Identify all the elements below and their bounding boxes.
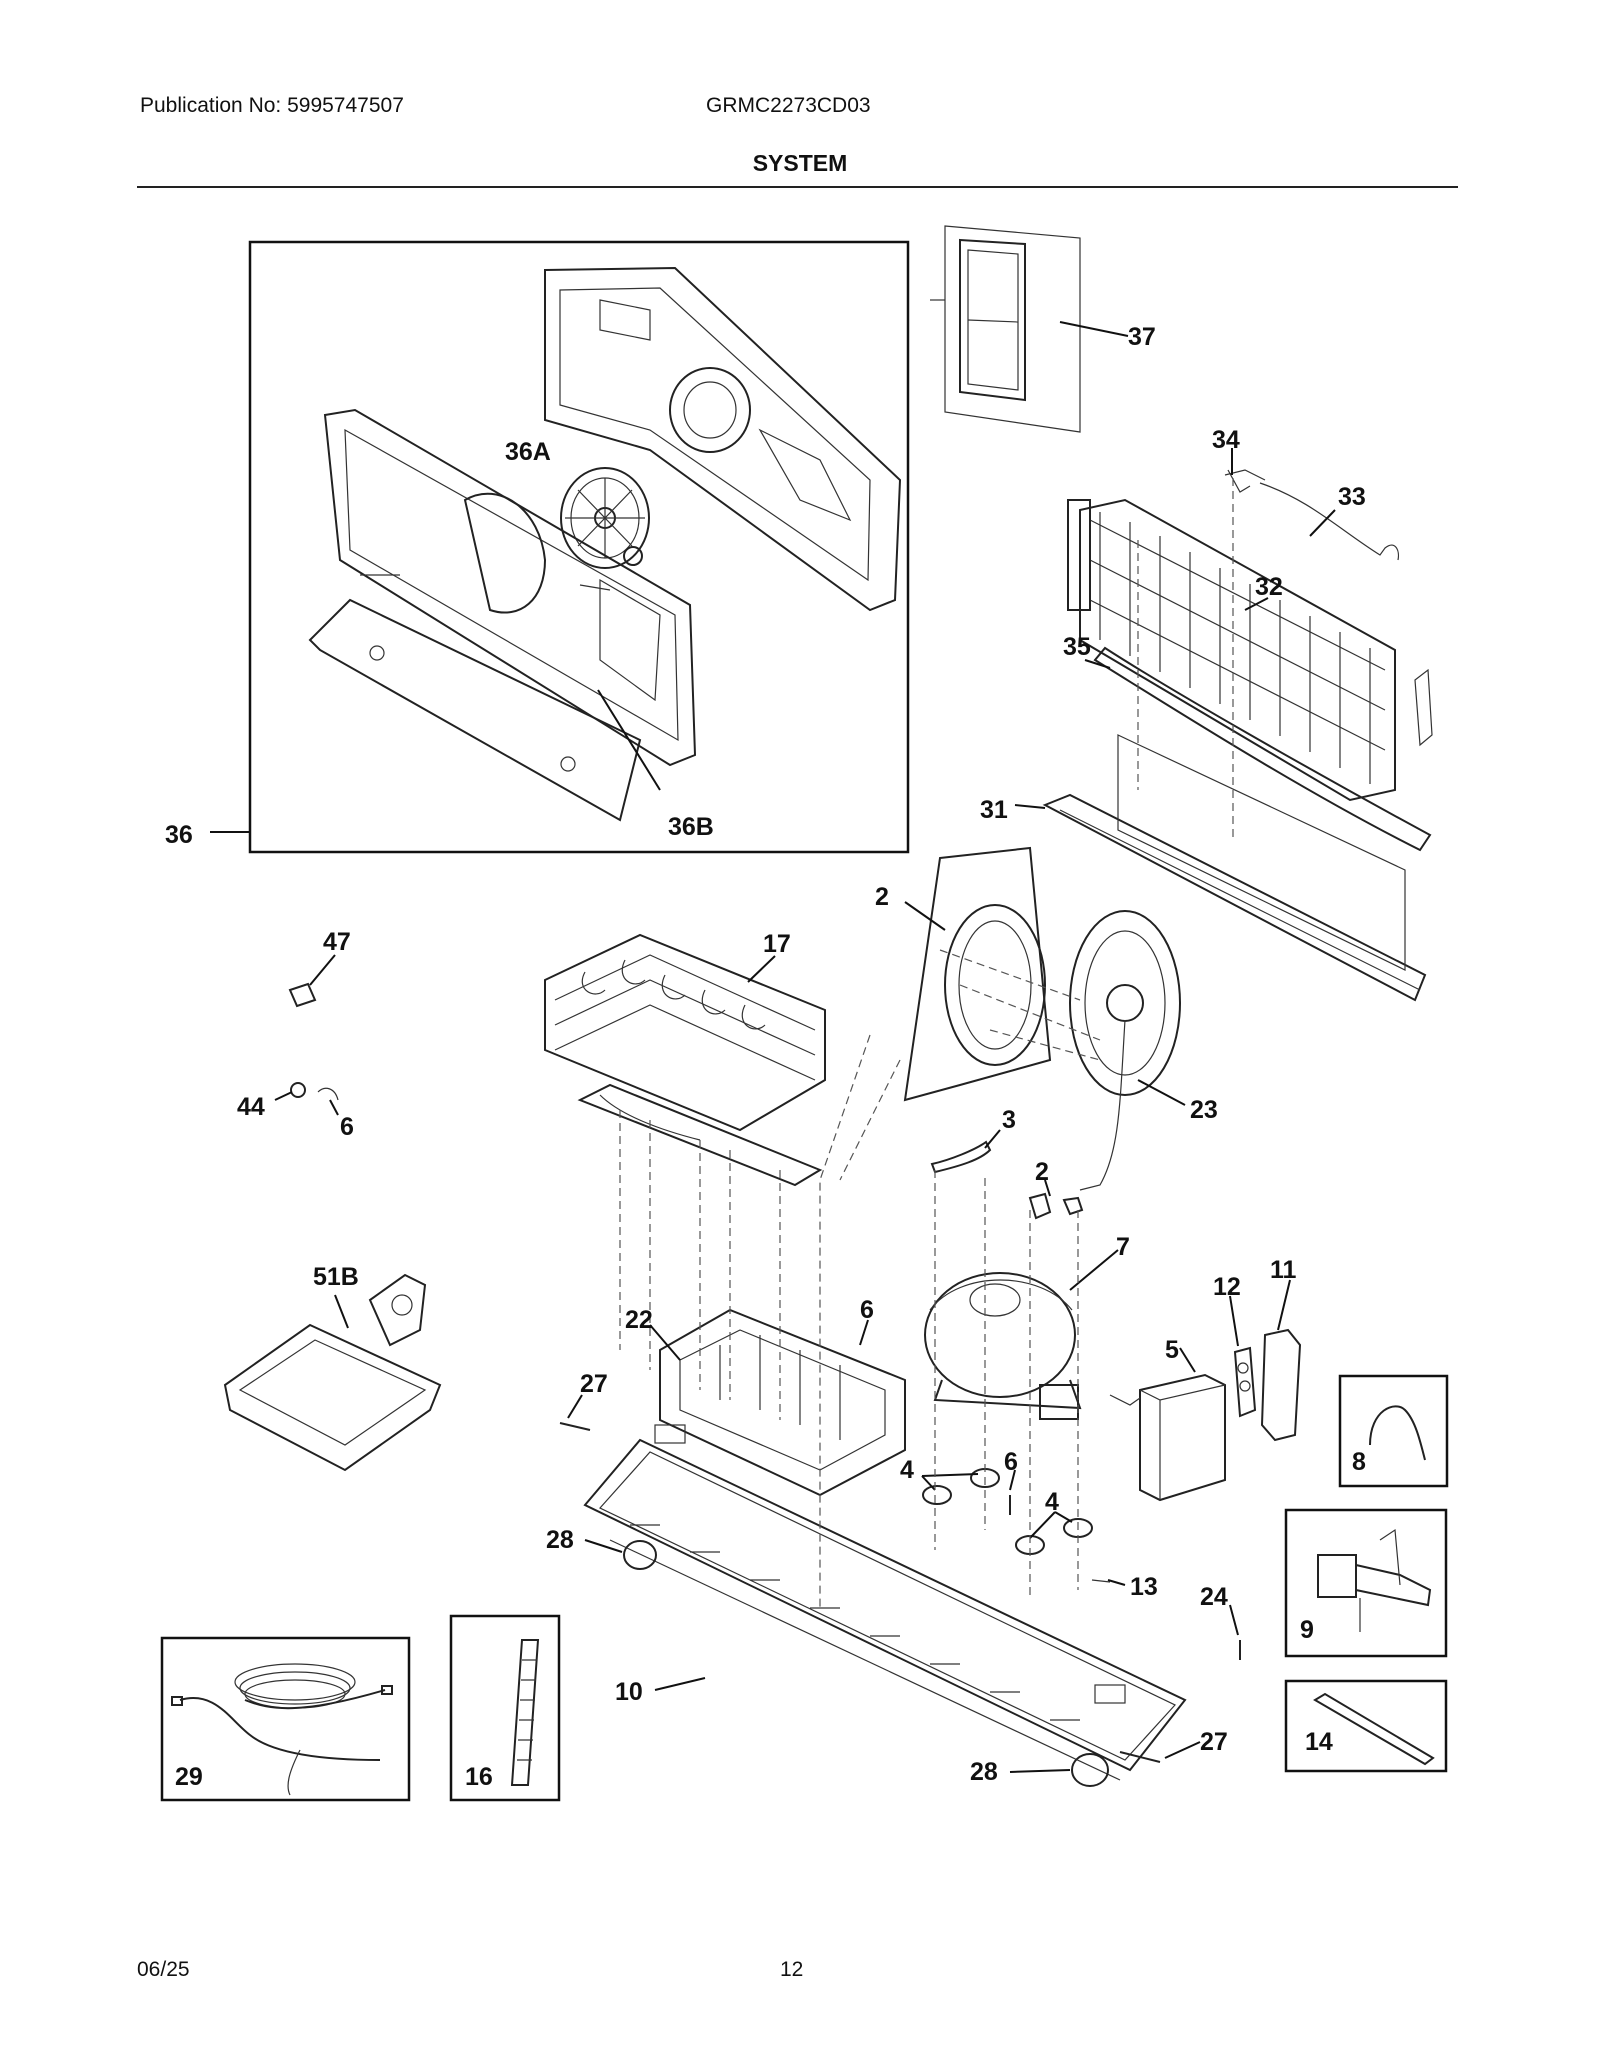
clip-6 xyxy=(317,1087,339,1101)
ice-flap-frame xyxy=(930,225,1081,433)
callout-33: 33 xyxy=(1338,483,1366,511)
rear-roller-left xyxy=(623,1540,657,1570)
page-title: SYSTEM xyxy=(752,150,848,176)
assembly-guide-lines xyxy=(619,478,1234,1610)
callout-6-center: 6 xyxy=(1004,1448,1018,1476)
evaporator-coil-freezer xyxy=(544,933,826,1187)
fan-mounting-panel xyxy=(308,408,697,822)
air-duct-rear-assembly xyxy=(544,266,902,612)
compressor-tray xyxy=(583,1424,1187,1781)
callout-23: 23 xyxy=(1190,1096,1218,1124)
callout-10: 10 xyxy=(615,1678,643,1706)
callout-17: 17 xyxy=(763,930,791,958)
compressor xyxy=(924,1272,1082,1420)
callout-36A: 36A xyxy=(505,438,551,466)
part-29-frame xyxy=(160,1636,411,1802)
callout-22: 22 xyxy=(625,1306,653,1334)
callout-labels: 36A 36 36B 37 34 33 32 35 31 2 47 17 44 … xyxy=(165,323,1366,1791)
overload-protector xyxy=(1233,1346,1257,1418)
condenser-shroud xyxy=(903,846,1052,1102)
callout-31: 31 xyxy=(980,796,1008,824)
defrost-terminal xyxy=(1414,668,1433,747)
callout-4-left: 4 xyxy=(900,1456,914,1484)
callout-37: 37 xyxy=(1128,323,1156,351)
defrost-heater xyxy=(1093,646,1432,852)
callout-36: 36 xyxy=(165,821,193,849)
callout-5: 5 xyxy=(1165,1336,1179,1364)
drain-pan xyxy=(1042,734,1427,1002)
callout-27-right: 27 xyxy=(1200,1728,1228,1756)
evaporator-coil xyxy=(1067,498,1396,802)
insulation-tube xyxy=(510,1639,540,1786)
publication-number: Publication No: 5995747507 xyxy=(140,94,404,117)
callout-4-right: 4 xyxy=(1045,1488,1059,1516)
callout-36B: 36B xyxy=(668,813,714,841)
callout-44: 44 xyxy=(237,1093,265,1121)
callout-2-top: 2 xyxy=(875,883,889,911)
callout-32: 32 xyxy=(1255,573,1283,601)
water-valve xyxy=(1317,1528,1432,1632)
callout-9: 9 xyxy=(1300,1616,1314,1644)
callout-47: 47 xyxy=(323,928,351,956)
part-8-frame xyxy=(1338,1374,1449,1488)
condenser-fan-bracket xyxy=(930,1140,992,1174)
callout-28-right: 28 xyxy=(970,1758,998,1786)
callout-13: 13 xyxy=(1130,1573,1158,1601)
callout-12: 12 xyxy=(1213,1273,1241,1301)
water-tube xyxy=(1369,1405,1426,1461)
overload-clip xyxy=(1028,1192,1084,1220)
relay-cover xyxy=(1260,1328,1302,1442)
sensor-44 xyxy=(290,1082,306,1098)
callout-16: 16 xyxy=(465,1763,493,1791)
callout-51B: 51B xyxy=(313,1263,359,1291)
callout-7: 7 xyxy=(1116,1233,1130,1261)
callout-11: 11 xyxy=(1270,1256,1297,1284)
callout-6-mid: 6 xyxy=(860,1296,874,1324)
callout-34: 34 xyxy=(1212,426,1240,454)
part-14-frame xyxy=(1284,1679,1448,1773)
callout-28-left: 28 xyxy=(546,1526,574,1554)
callout-35: 35 xyxy=(1063,633,1091,661)
callout-3: 3 xyxy=(1002,1106,1016,1134)
page-number: 12 xyxy=(780,1958,804,1981)
condenser-fan-motor xyxy=(1069,910,1181,1191)
clip-13 xyxy=(1091,1579,1111,1583)
defrost-drain-pan xyxy=(223,1273,442,1472)
wire-harness xyxy=(171,1663,393,1796)
callout-2-mid: 2 xyxy=(1035,1158,1049,1186)
callout-14: 14 xyxy=(1305,1728,1333,1756)
relay-assembly xyxy=(1109,1373,1226,1502)
part-9-frame xyxy=(1284,1508,1448,1658)
rear-roller-right xyxy=(1071,1753,1109,1787)
header-rule xyxy=(137,186,1458,188)
pivot-pin-left xyxy=(559,1422,591,1431)
temperature-sensor xyxy=(1224,469,1400,561)
callout-6-left: 6 xyxy=(340,1113,354,1141)
part-16-frame xyxy=(449,1614,561,1802)
callout-27-left: 27 xyxy=(580,1370,608,1398)
callout-8: 8 xyxy=(1352,1448,1366,1476)
thermistor-47 xyxy=(288,982,317,1008)
rubber-grommet xyxy=(922,1468,1093,1555)
callout-24: 24 xyxy=(1200,1583,1228,1611)
callout-29: 29 xyxy=(175,1763,203,1791)
footer-date: 06/25 xyxy=(137,1958,190,1981)
pivot-pin-right xyxy=(1119,1751,1161,1763)
capillary-tube xyxy=(1313,1692,1435,1766)
evaporator-fan-blade xyxy=(560,467,650,569)
model-number: GRMC2273CD03 xyxy=(706,94,871,117)
assembly-36-frame xyxy=(248,240,910,854)
